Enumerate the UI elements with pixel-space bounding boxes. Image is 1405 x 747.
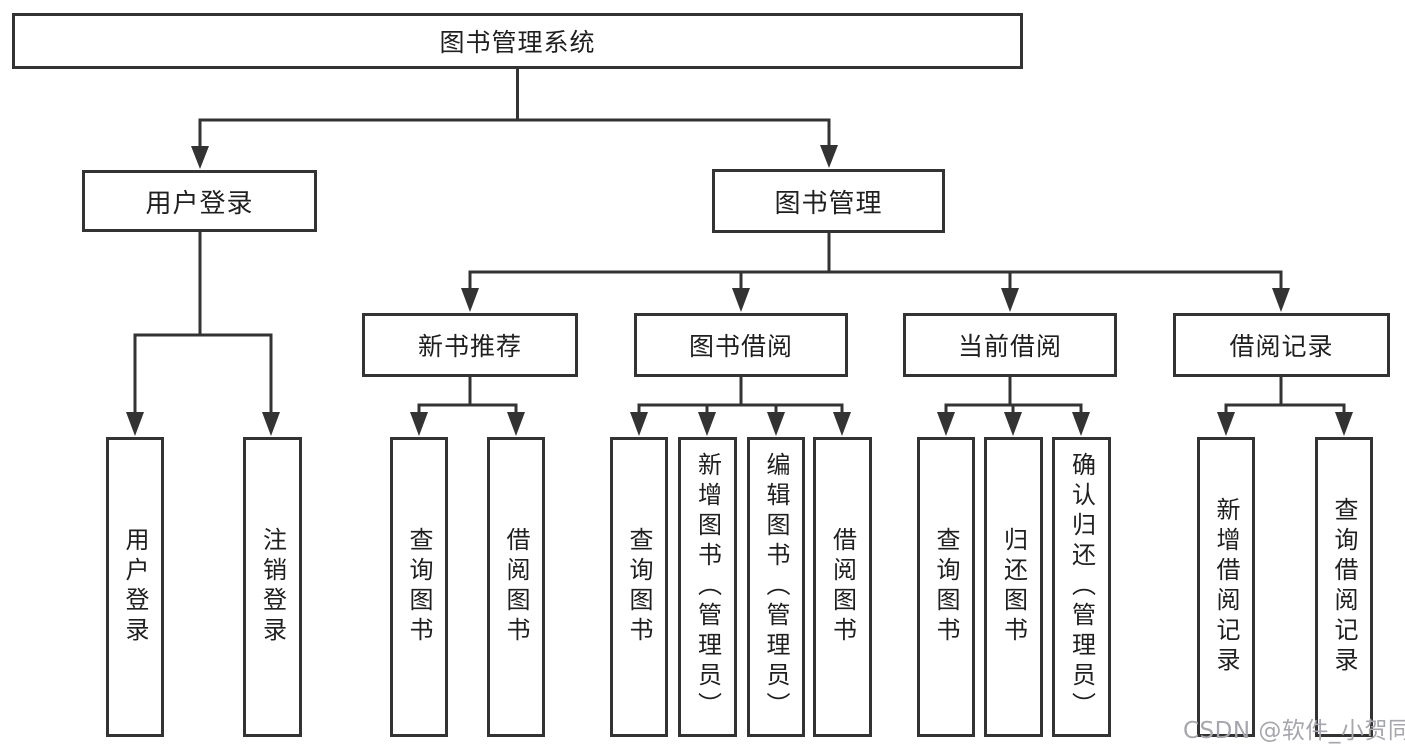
node-current-borrow: 当前借阅 — [903, 313, 1117, 377]
leaf-label: 确认归还（管理员） — [1067, 452, 1096, 722]
node-label: 图书管理 — [774, 188, 883, 219]
leaf-label: 查询图书 — [625, 527, 653, 647]
leaf-query-book-borrow: 查询图书 — [610, 437, 668, 737]
connector-userlogin-to-leaves — [126, 232, 280, 436]
leaf-confirm-return-admin: 确认归还（管理员） — [1052, 437, 1111, 737]
node-label: 借阅记录 — [1229, 332, 1334, 361]
node-library-system: 图书管理系统 — [12, 13, 1023, 69]
csdn-watermark: CSDN @软件_小贺同学 — [1183, 718, 1405, 744]
leaf-label: 查询借阅记录 — [1330, 497, 1358, 677]
connector-borrow-to-leaves — [630, 377, 851, 436]
node-book-management: 图书管理 — [712, 169, 945, 233]
leaf-query-book-recommend: 查询图书 — [390, 437, 448, 737]
leaf-borrow-book: 借阅图书 — [813, 437, 872, 737]
node-label: 当前借阅 — [957, 332, 1062, 361]
node-borrow-records: 借阅记录 — [1173, 313, 1390, 377]
leaf-query-book-current: 查询图书 — [917, 437, 975, 737]
node-label: 用户登录 — [145, 188, 254, 219]
leaf-label: 查询图书 — [405, 527, 433, 647]
node-user-login: 用户登录 — [82, 170, 317, 232]
leaf-label: 注销登录 — [258, 527, 287, 647]
connector-recommend-to-leaves — [410, 377, 525, 436]
leaf-user-login: 用户登录 — [106, 437, 164, 737]
node-new-book-recommend: 新书推荐 — [362, 313, 578, 377]
connector-records-to-leaves — [1217, 377, 1353, 436]
connector-bookmgmt-to-level3 — [461, 233, 1290, 312]
leaf-label: 归还图书 — [999, 527, 1028, 647]
leaf-borrow-book-recommend: 借阅图书 — [487, 437, 545, 737]
node-book-borrow: 图书借阅 — [634, 313, 848, 377]
leaf-label: 借阅图书 — [502, 527, 530, 647]
leaf-add-borrow-record: 新增借阅记录 — [1197, 437, 1255, 737]
leaf-label: 用户登录 — [121, 527, 149, 647]
node-label: 图书管理系统 — [439, 28, 596, 57]
leaf-label: 借阅图书 — [828, 527, 857, 647]
leaf-label: 新增图书（管理员） — [693, 452, 722, 722]
leaf-label: 查询图书 — [932, 527, 960, 647]
leaf-label: 新增借阅记录 — [1212, 497, 1240, 677]
node-label: 图书借阅 — [688, 332, 793, 361]
leaf-query-borrow-record: 查询借阅记录 — [1315, 437, 1373, 737]
leaf-label: 编辑图书（管理员） — [762, 452, 790, 722]
connector-root-to-level2 — [191, 69, 838, 169]
connector-current-to-leaves — [937, 377, 1090, 436]
leaf-add-book-admin: 新增图书（管理员） — [678, 437, 737, 737]
leaf-edit-book-admin: 编辑图书（管理员） — [747, 437, 805, 737]
leaf-return-book: 归还图书 — [984, 437, 1043, 737]
leaf-logout-login: 注销登录 — [243, 437, 302, 737]
node-label: 新书推荐 — [417, 332, 522, 361]
